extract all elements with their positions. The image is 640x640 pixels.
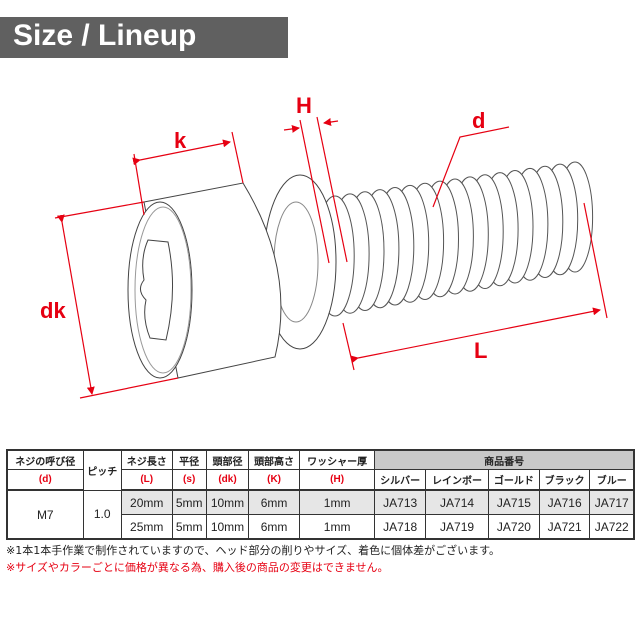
dimension-lines [54, 116, 608, 399]
sym-l: (L) [120, 469, 173, 491]
product-code: JA714 [425, 489, 490, 515]
product-code: JA715 [488, 489, 540, 515]
col-header-pitch: ピッチ [82, 449, 122, 491]
color-rainbow: レインボー [425, 469, 490, 491]
color-silver: シルバー [374, 469, 427, 491]
washer [263, 174, 337, 350]
col-header-length: ネジ長さ [120, 449, 173, 470]
dim-d-leader [432, 126, 510, 208]
sym-h: (H) [298, 469, 376, 491]
pitch-value: 1.0 [82, 489, 122, 540]
product-code: JA717 [589, 489, 635, 515]
spec-table: ネジの呼び径 ピッチ ネジ長さ 平径 頭部径 頭部高さ ワッシャー厚 商品番号 … [6, 449, 635, 540]
washer-value: 1mm [298, 489, 376, 515]
section-title: Size / Lineup [13, 19, 197, 52]
flat-value: 5mm [171, 489, 207, 515]
table-row: M7 1.0 20mm 5mm 10mm 6mm 1mm JA713 JA714… [6, 489, 635, 540]
dim-h-right [323, 118, 339, 126]
sym-s: (s) [171, 469, 207, 491]
col-header-head-dia: 頭部径 [205, 449, 250, 470]
head-height-value: 6mm [248, 514, 300, 540]
label-h: H [296, 93, 312, 118]
col-header-product-code: 商品番号 [374, 449, 635, 470]
product-code: JA713 [374, 489, 427, 515]
color-blue: ブルー [589, 469, 635, 491]
section-title-bar: Size / Lineup [0, 17, 288, 58]
color-gold: ゴールド [488, 469, 540, 491]
label-k: k [174, 128, 187, 153]
product-code: JA718 [374, 514, 427, 540]
head-dia-value: 10mm [205, 489, 250, 515]
product-code: JA722 [589, 514, 635, 540]
screw-thread [315, 161, 594, 317]
head-dia-value: 10mm [205, 514, 250, 540]
col-header-head-height: 頭部高さ [248, 449, 300, 470]
flat-value: 5mm [171, 514, 207, 540]
label-dk: dk [40, 298, 66, 323]
screw-head-face-rim [134, 206, 192, 374]
dim-L [350, 307, 601, 364]
label-d: d [472, 108, 485, 133]
product-code: JA721 [538, 514, 591, 540]
col-header-nominal: ネジの呼び径 [6, 449, 84, 470]
sym-k: (K) [248, 469, 300, 491]
product-code: JA719 [425, 514, 490, 540]
product-code: JA716 [538, 489, 591, 515]
product-code: JA720 [488, 514, 540, 540]
sym-d: (d) [6, 469, 84, 491]
label-l: L [474, 338, 487, 363]
col-header-washer: ワッシャー厚 [298, 449, 376, 470]
dim-dk [56, 214, 95, 395]
dim-k [132, 139, 231, 166]
screw-dimension-diagram: k dk H d L [40, 93, 608, 399]
dim-h-left [283, 124, 300, 133]
nominal-value: M7 [6, 489, 84, 540]
sym-dk: (dk) [205, 469, 250, 491]
length-value: 20mm [120, 489, 173, 515]
head-height-value: 6mm [248, 489, 300, 515]
washer-value: 1mm [298, 514, 376, 540]
hex-socket-icon [140, 239, 173, 341]
color-black: ブラック [538, 469, 591, 491]
table-row: 25mm 5mm 10mm 6mm 1mm JA718 JA719 JA720 … [7, 514, 635, 540]
screw-drawing [127, 161, 594, 379]
col-header-flat: 平径 [171, 449, 207, 470]
note-no-exchange: ※サイズやカラーごとに価格が異なる為、購入後の商品の変更はできません。 [6, 561, 389, 574]
length-value: 25mm [120, 514, 173, 540]
note-handmade: ※1本1本手作業で制作されていますので、ヘッド部分の削りやサイズ、着色に個体差が… [6, 544, 501, 557]
